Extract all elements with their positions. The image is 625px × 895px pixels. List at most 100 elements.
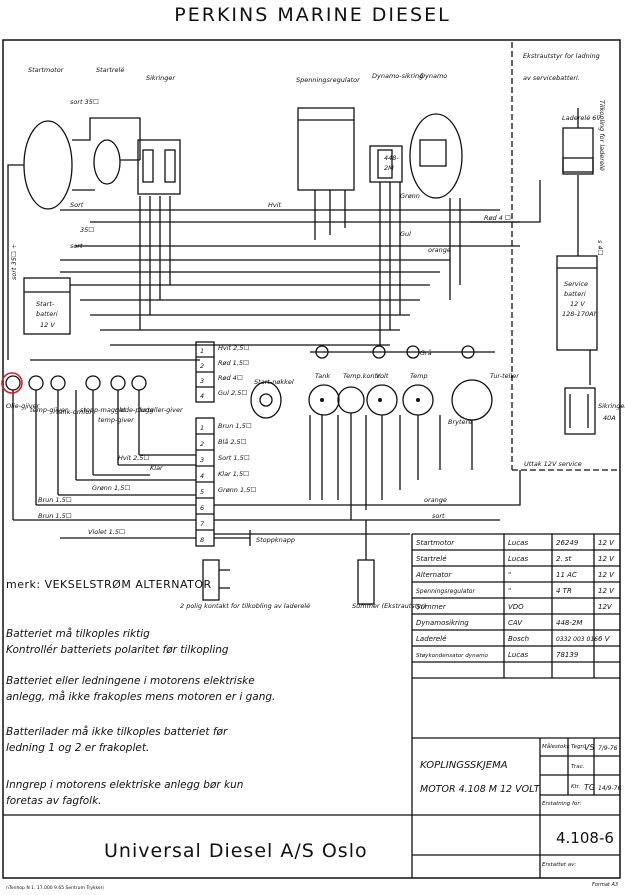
part-name-2: Startrelé (416, 555, 447, 563)
terminal-bot-num-7: 7 (200, 520, 205, 528)
wire-brun15a: Brun 1,5☐ (38, 496, 72, 504)
wire-brun15b: Brun 1,5☐ (38, 512, 72, 520)
wire-orange: orange (424, 496, 447, 504)
terminal-top-wire-3: Rød 4☐ (218, 374, 243, 382)
note-3-line-2: ledning 1 og 2 er frakoplet. (6, 742, 150, 754)
wire-hvit25: Hvit 2,5☐ (118, 454, 149, 462)
part-maker-6: CAV (508, 619, 523, 627)
terminal-bot-wire-2: Blå 2,5☐ (218, 437, 247, 446)
terminal-top-num-2: 2 (200, 362, 204, 370)
label-spenningsregulator: Spenningsregulator (296, 76, 361, 84)
label-gul: Gul (400, 230, 411, 238)
instrument-tank: Tank (315, 372, 330, 380)
terminal-bot-num-6: 6 (200, 504, 204, 512)
part-volt-4: 12 V (598, 587, 615, 595)
tb-tegn-date: 7/9-76 (598, 745, 618, 752)
wire-gronn15: Grønn 1,5☐ (92, 484, 130, 492)
part-maker-8: Lucas (508, 651, 528, 659)
part-no-7: 0332 003 016 (556, 636, 598, 643)
wire-stoppknapp: Stoppknapp (256, 536, 295, 544)
extra-service-2: batteri (564, 290, 586, 298)
part-volt-2: 12 V (598, 555, 615, 563)
terminal-bot-num-4: 4 (200, 472, 204, 480)
part-name-3: Alternator (415, 571, 452, 579)
extra-laderele: Laderelé 6V (562, 114, 601, 122)
page-title: PERKINS MARINE DIESEL (174, 4, 451, 26)
part-no-1: 26249 (556, 539, 579, 547)
part-maker-4: " (508, 587, 511, 595)
part-no-6: 448-2M (556, 619, 582, 627)
terminal-top-num-3: 3 (200, 377, 204, 385)
terminal-bot-wire-3: Sort 1,5☐ (218, 454, 250, 462)
tb-erstattet-av: Erstattet av: (542, 862, 576, 868)
tb-drawing-no: 4.108-6 (556, 829, 614, 847)
drawing-motor: MOTOR 4.108 M 12 VOLT (420, 784, 541, 795)
sensor-label-6: gløde-plugg (115, 406, 154, 414)
note-4-line-2: foretas av fagfolk. (6, 795, 102, 807)
extra-outlet: Uttak 12V service (524, 460, 582, 468)
part-maker-2: Lucas (508, 555, 528, 563)
terminal-top-wire-4: Gul 2,5☐ (218, 389, 247, 397)
part-no-3: 11 AC (556, 571, 577, 579)
label-orange: orange (428, 246, 451, 254)
label-dynamosikring-value-1: 448- (384, 154, 399, 162)
wire-klar: Klar (150, 464, 164, 472)
summer-label: Summer (Ekstrautstyr) (352, 602, 426, 610)
extra-kabel: Rød 4 ☐ (484, 214, 511, 222)
part-no-8: 78139 (556, 651, 579, 659)
part-maker-7: Bosch (508, 635, 529, 643)
part-name-1: Startmotor (416, 539, 455, 547)
tb-trac: Trac. (571, 764, 585, 770)
tb-ktr-date: 14/9-76 (598, 785, 621, 792)
extra-line2: av servicebatteri. (523, 74, 580, 82)
part-name-8: Støykondensator dynamo (416, 653, 489, 659)
note-1-line-1: Batteriet må tilkoples riktig (6, 628, 150, 640)
note-2-line-2: anlegg, må ikke frakoples mens motoren e… (6, 691, 276, 703)
label-gronn: Grønn (400, 192, 420, 200)
tb-format: Format A3 (592, 882, 618, 888)
label-sort2: sort (70, 242, 83, 250)
terminal-top-num-1: 1 (200, 347, 204, 355)
terminal-bot-num-8: 8 (200, 536, 204, 544)
extra-fuses-1: Sikringer (598, 402, 625, 410)
merk-note: merk: VEKSELSTRØM ALTERNATOR (6, 578, 212, 591)
extra-service-4: 128-170Ah (562, 310, 598, 318)
note-1-line-2: Kontrollér batteriets polaritet før tilk… (6, 644, 229, 656)
label-sort: Sort (70, 201, 84, 209)
tb-malestokk: Målestokk (542, 743, 571, 750)
part-volt-7: 6 V (598, 635, 611, 643)
label-sikringer: Sikringer (146, 74, 176, 82)
extra-line1: Ekstrautstyr for ladning (523, 52, 600, 60)
note-4-line-1: Inngrep i motorens elektriske anlegg bør… (6, 779, 244, 791)
wire-start-ball: Start-nøkkel (254, 378, 294, 386)
terminal-bot-wire-1: Brun 1,5☐ (218, 422, 252, 430)
label-startmotor: Startmotor (28, 66, 65, 74)
instrument-brytere: Brytere (448, 418, 472, 426)
parts-table: Startmotor Lucas 26249 12 V Startrelé Lu… (415, 539, 615, 659)
part-maker-3: " (508, 571, 511, 579)
note-2-line-1: Batteriet eller ledningene i motorens el… (6, 675, 255, 687)
extra-s4: s 4☐ (596, 240, 604, 256)
label-startrele: Startrelé (96, 66, 124, 74)
instrument-volt: Volt (376, 372, 389, 380)
contact-label: 2 polig kontakt for tilkobling av ladere… (180, 602, 310, 610)
footer-print: nTenhop N 1. 17.000 9.65 Sentrum Trykker… (6, 885, 104, 891)
tb-tegn: Tegn. (571, 744, 586, 750)
part-name-6: Dynamosikring (416, 619, 469, 627)
sensor-label-2: temp-gjiver (30, 406, 69, 414)
label-dynamo: Dynamo (420, 72, 447, 80)
tb-ktr: Ktr. (571, 784, 581, 790)
terminal-bot-wire-4: Klar 1,5☐ (218, 470, 249, 478)
terminal-bot-num-1: 1 (200, 424, 204, 432)
terminal-top-wire-1: Hvit 2,5☐ (218, 344, 249, 352)
extra-service-3: 12 V (570, 300, 585, 308)
wire-violet: Violet 1,5☐ (88, 528, 125, 536)
extra-service-1: Service (564, 280, 588, 288)
instrument-lamps-label: Grå (420, 348, 432, 357)
part-no-4: 4 TR (556, 587, 572, 595)
tb-tegn-val: VS (584, 743, 595, 752)
terminal-top-wire-2: Rød 1,5☐ (218, 359, 249, 367)
company-name: Universal Diesel A/S Oslo (104, 840, 368, 862)
